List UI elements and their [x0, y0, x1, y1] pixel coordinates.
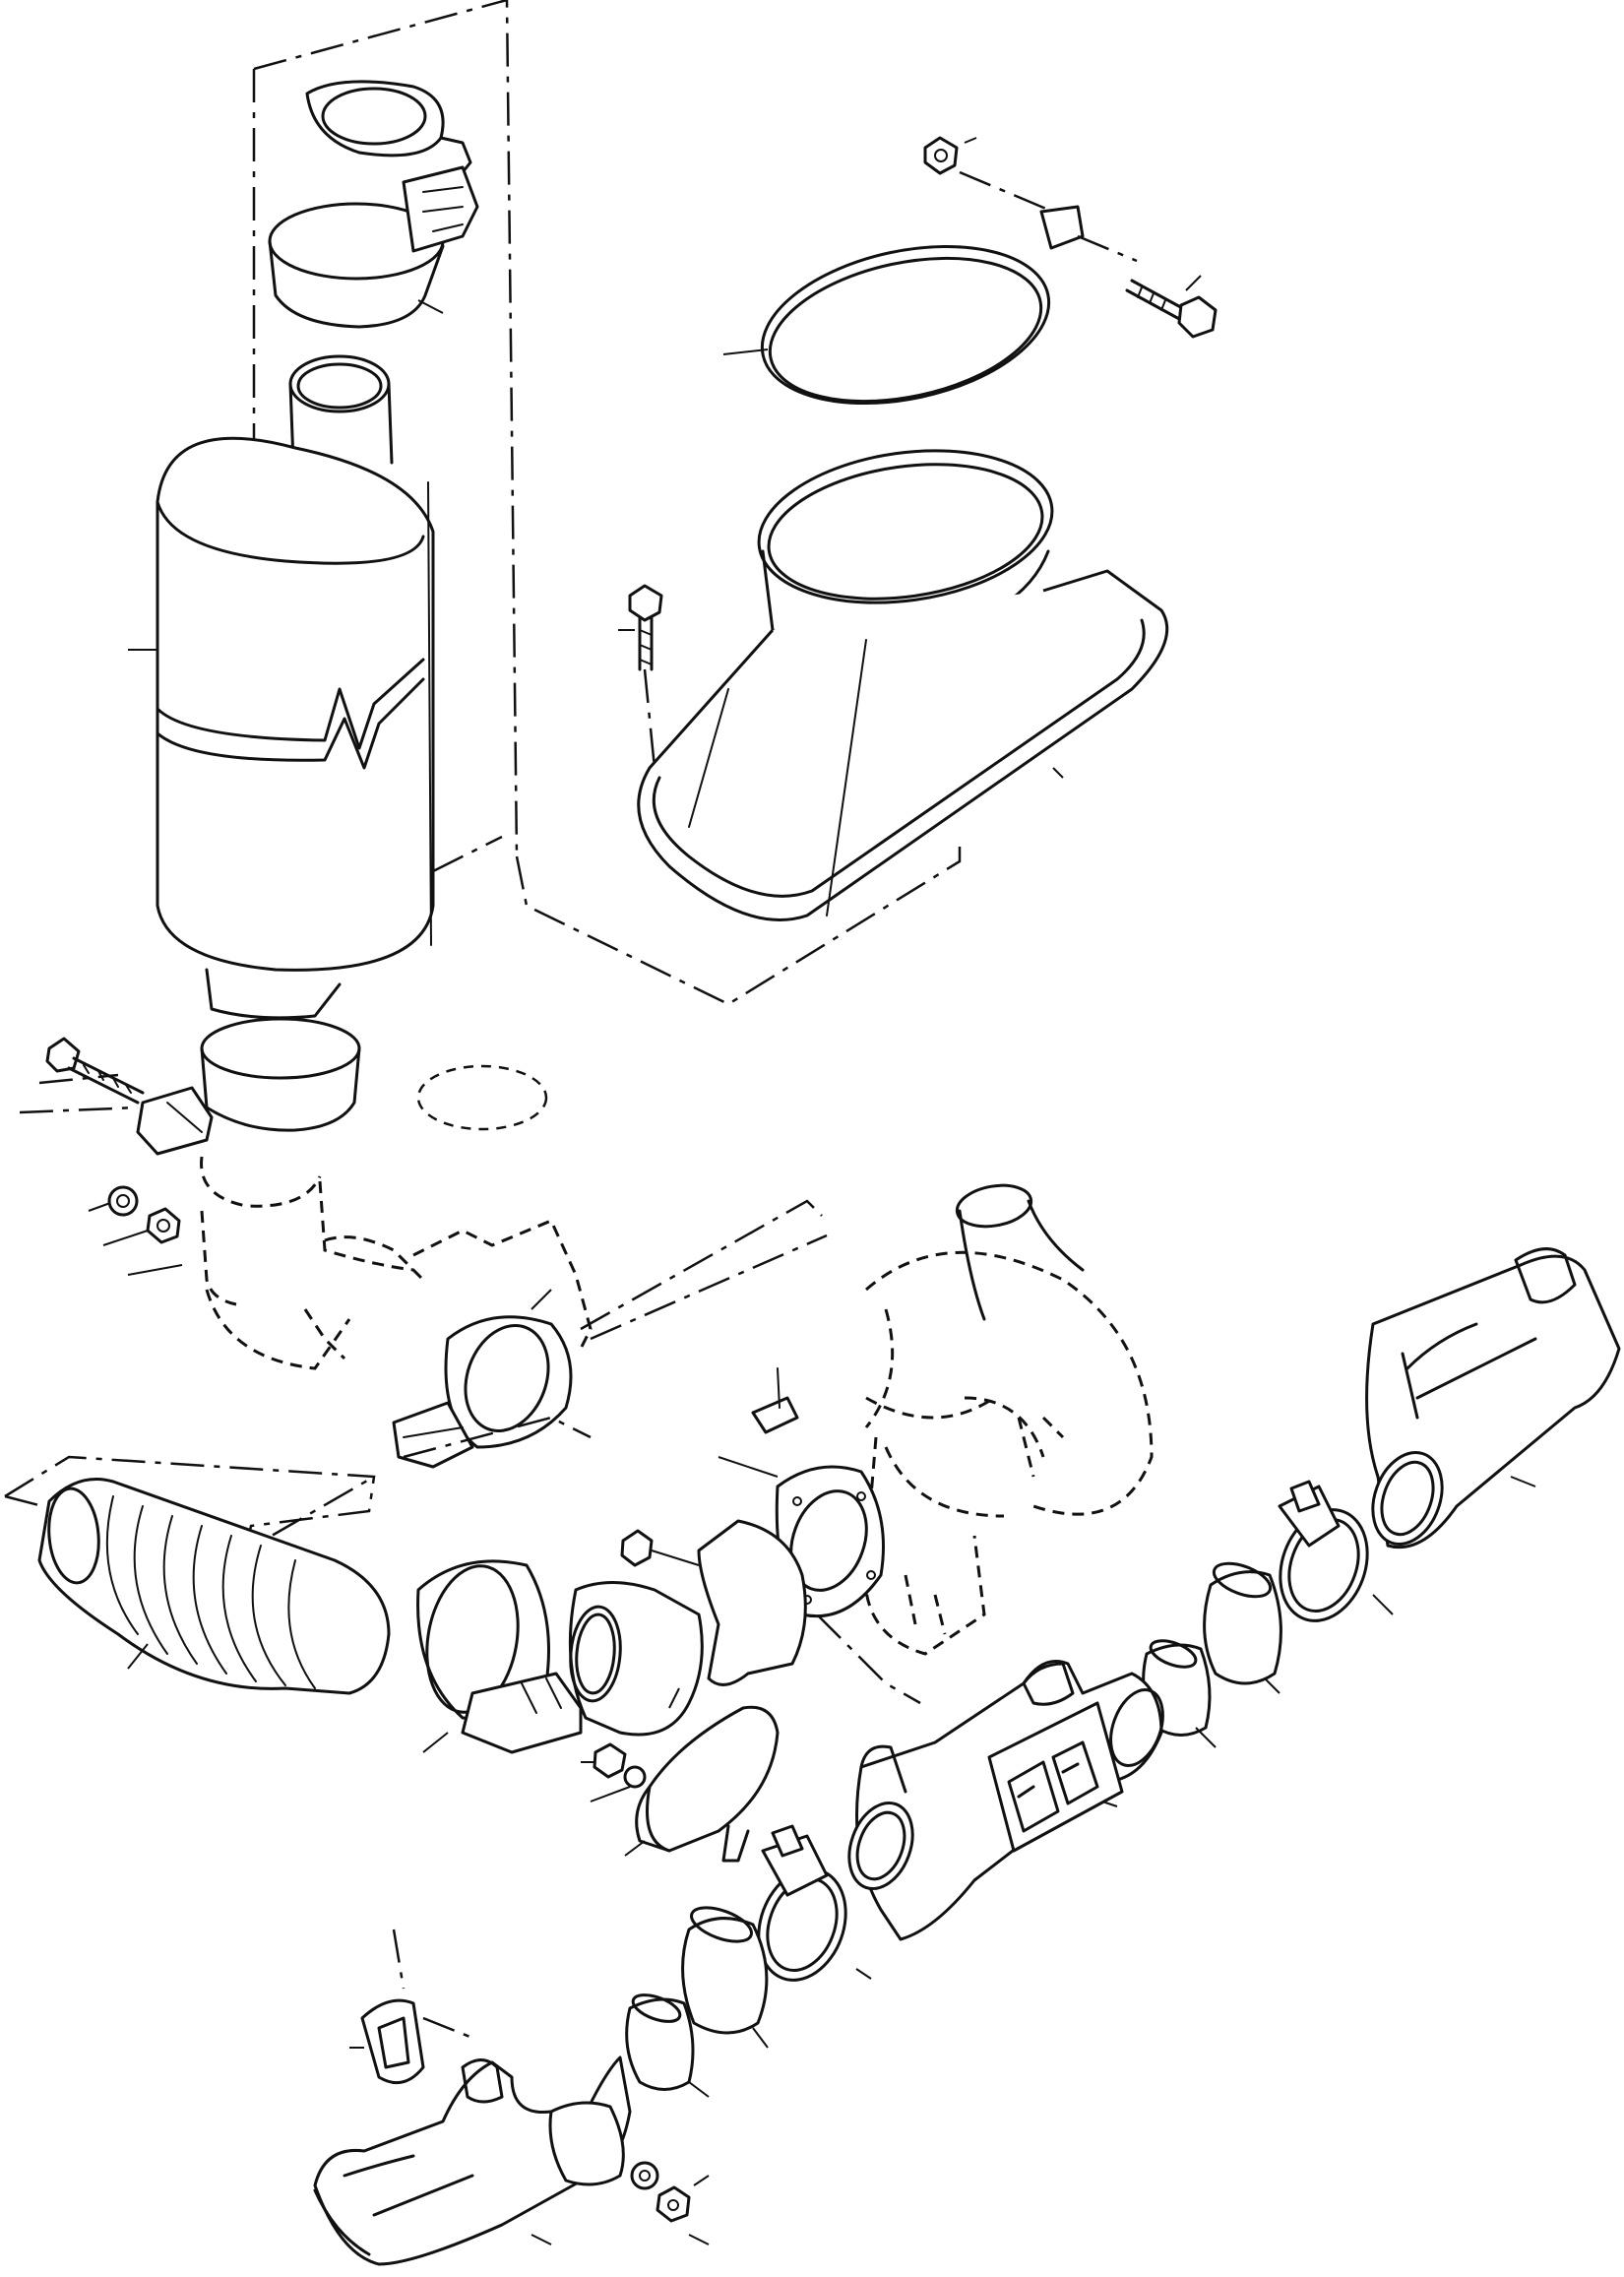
heat-shield	[624, 1705, 780, 1863]
rain-cap	[305, 80, 472, 184]
muffler	[128, 354, 435, 1020]
rear-manifold	[1365, 1247, 1621, 1550]
exhaust-elbow	[568, 1519, 807, 1737]
adapter-bolt	[618, 584, 663, 769]
flex-pipe	[4, 1455, 391, 1695]
muffler-clamp	[136, 1017, 361, 1156]
stud	[751, 1367, 799, 1434]
stack-adapter	[637, 449, 1169, 921]
turbo-outlet	[955, 1183, 1085, 1321]
stack-bolt	[1125, 275, 1218, 339]
cap-clamp	[268, 165, 479, 329]
v-band-clamp	[416, 1559, 583, 1754]
nuts	[88, 1185, 183, 1276]
center-manifold	[847, 1660, 1164, 1941]
rear-clamp	[1278, 1480, 1394, 1622]
front-manifold	[313, 2056, 632, 2266]
front-sleeve	[681, 1906, 769, 2049]
clamp-bolt	[45, 1037, 145, 1105]
front-ring	[625, 1993, 710, 2098]
front-clamp	[757, 1824, 872, 1982]
rear-sleeve	[1203, 1561, 1282, 1694]
stack-band-clamp	[722, 205, 1085, 406]
hidden-outlines	[200, 1064, 1154, 1705]
front-nuts	[630, 2161, 710, 2245]
front-gasket	[349, 1929, 473, 2085]
elbow-nut	[620, 1529, 700, 1567]
stack-nut	[923, 136, 977, 175]
turbo-clamp	[392, 1289, 592, 1469]
muffler-group-frame	[252, 0, 962, 1006]
shield-fasteners	[581, 1742, 647, 1803]
